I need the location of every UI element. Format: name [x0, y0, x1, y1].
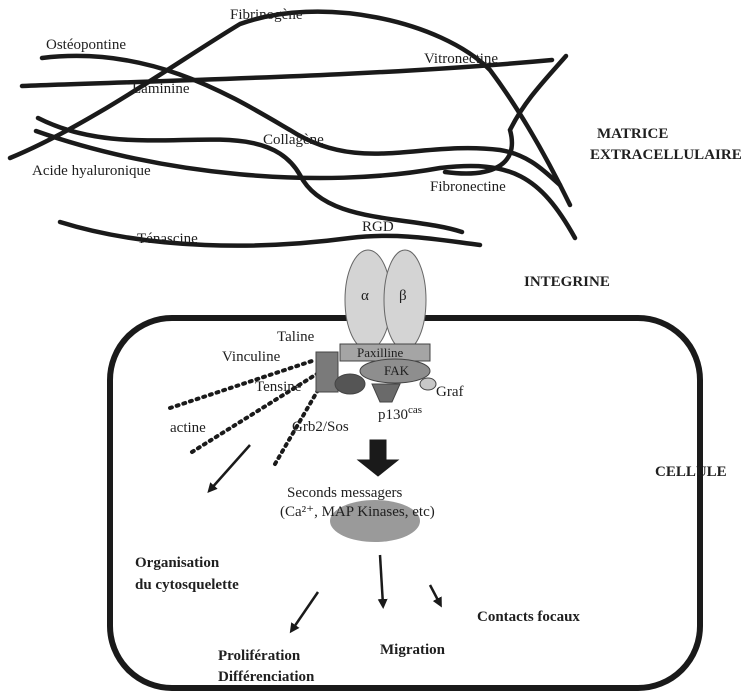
- label-migration: Migration: [380, 642, 445, 658]
- label-tenascine: Ténascine: [137, 231, 198, 247]
- label-seconds-messagers: Seconds messagers: [287, 485, 403, 501]
- label-osteopontine: Ostéopontine: [46, 37, 126, 53]
- label-rgd: RGD: [362, 219, 394, 235]
- vinculine-box: [315, 351, 339, 393]
- label-graf: Graf: [436, 384, 464, 400]
- fiber-vitronectine: [19, 57, 555, 89]
- label-organisation: Organisation: [135, 555, 220, 571]
- title-extracellulaire: EXTRACELLULAIRE: [590, 147, 742, 163]
- label-tensine: Tensine: [255, 379, 302, 395]
- label-fibronectine: Fibronectine: [430, 179, 506, 195]
- ecm-fibers: [7, 9, 578, 248]
- label-p130: p130cas: [378, 405, 422, 423]
- fiber-acide-hyaluronique: [33, 128, 578, 241]
- label-fak: FAK: [384, 363, 410, 378]
- fiber-tenascine: [57, 219, 483, 248]
- arrow-to-messagers: [356, 439, 400, 477]
- label-differenciation: Différenciation: [218, 669, 315, 685]
- signaling-node: [330, 500, 420, 542]
- arrow-to-cytoskeleton: [207, 444, 251, 493]
- integrin: [344, 249, 427, 351]
- label-actine: actine: [170, 420, 206, 436]
- label-taline: Taline: [277, 329, 315, 345]
- fiber-collagene: [35, 115, 465, 235]
- tensine-shape: [334, 373, 366, 395]
- focal-adhesion-complex: [315, 343, 437, 403]
- label-contacts-focaux: Contacts focaux: [477, 609, 580, 625]
- graf-shape: [419, 377, 437, 391]
- arrows: [207, 439, 442, 634]
- label-grb2sos: Grb2/Sos: [292, 419, 349, 435]
- fiber-osteopontine: [39, 53, 563, 188]
- label-fibrinogene: Fibrinogène: [230, 7, 303, 23]
- title-cellule: CELLULE: [655, 464, 727, 480]
- label-cytosquelette: du cytosquelette: [135, 577, 239, 593]
- fak-shape: [359, 358, 431, 384]
- label-vinculine: Vinculine: [222, 349, 281, 365]
- label-collagene: Collagène: [263, 132, 324, 148]
- label-messagers-detail: (Ca²⁺, MAP Kinases, etc): [280, 504, 435, 520]
- label-p130-sup: cas: [408, 404, 423, 416]
- fiber-fibrinogene: [7, 9, 573, 208]
- fiber-fibronectine: [442, 53, 569, 176]
- label-beta: β: [399, 288, 407, 304]
- label-vitronectine: Vitronectine: [424, 51, 499, 67]
- label-paxilline: Paxilline: [357, 345, 404, 360]
- title-integrine: INTEGRINE: [524, 274, 610, 290]
- label-proliferation: Prolifération: [218, 648, 301, 664]
- arrow-to-proliferation: [289, 591, 320, 634]
- p130-shape: [371, 383, 401, 403]
- title-matrice: MATRICE: [597, 126, 669, 142]
- label-laminine: Laminine: [132, 81, 190, 97]
- arrow-to-contacts: [428, 584, 442, 608]
- arrow-to-migration: [377, 554, 388, 609]
- label-p130-text: p130: [378, 407, 408, 423]
- label-acide-hyaluronique: Acide hyaluronique: [32, 163, 151, 179]
- label-alpha: α: [361, 288, 369, 304]
